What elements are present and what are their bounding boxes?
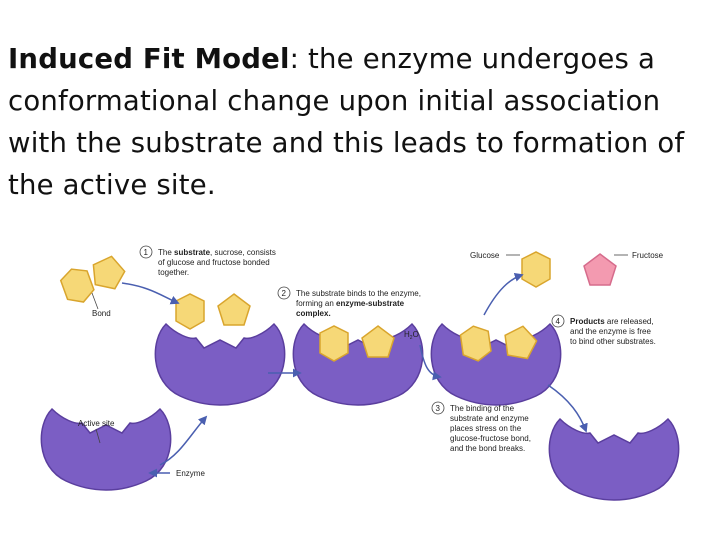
- fructose-label: Fructose: [632, 251, 664, 260]
- arrow-water: [419, 344, 442, 381]
- slide-title: Induced Fit Model: [8, 43, 290, 75]
- slide-body: : the enzyme undergoes a conformational …: [8, 43, 685, 201]
- water-label: H2O: [404, 330, 419, 341]
- step1-number: 1: [144, 248, 149, 257]
- induced-fit-diagram: 1 2 3 4 The substrate, sucrose, consists…: [40, 245, 680, 501]
- step1-text: The substrate, sucrose, consists of gluc…: [158, 248, 278, 277]
- bond-label: Bond: [92, 309, 111, 318]
- bond-pointer: [91, 292, 99, 310]
- enzyme-stressed: [430, 323, 562, 406]
- slide-text: Induced Fit Model: the enzyme undergoes …: [8, 38, 714, 206]
- arrow-step1-to-enzyme: [121, 282, 180, 305]
- step4-number: 4: [556, 317, 561, 326]
- substrate-sucrose-top: [57, 252, 128, 308]
- step3-text: The binding of the substrate and enzyme …: [450, 404, 533, 453]
- enzyme-released: [548, 418, 680, 501]
- step2-text: The substrate binds to the enzyme, formi…: [296, 289, 423, 318]
- enzyme-label: Enzyme: [176, 469, 205, 478]
- active-site-label: Active site: [78, 419, 115, 428]
- arrow-stressed-to-released: [547, 384, 588, 433]
- substrate-sucrose-approaching: [175, 293, 251, 330]
- enzyme-open-center: [154, 323, 286, 406]
- active-site-pointer: [95, 428, 101, 444]
- arrow-enzyme-recycle: [159, 415, 208, 466]
- product-fructose: [583, 253, 617, 286]
- glucose-label: Glucose: [470, 251, 500, 260]
- product-glucose: [521, 251, 551, 288]
- step4-text: Products are released, and the enzyme is…: [570, 317, 656, 346]
- step2-number: 2: [282, 289, 287, 298]
- arrow-complex-to-products: [483, 273, 524, 316]
- step3-number: 3: [436, 404, 441, 413]
